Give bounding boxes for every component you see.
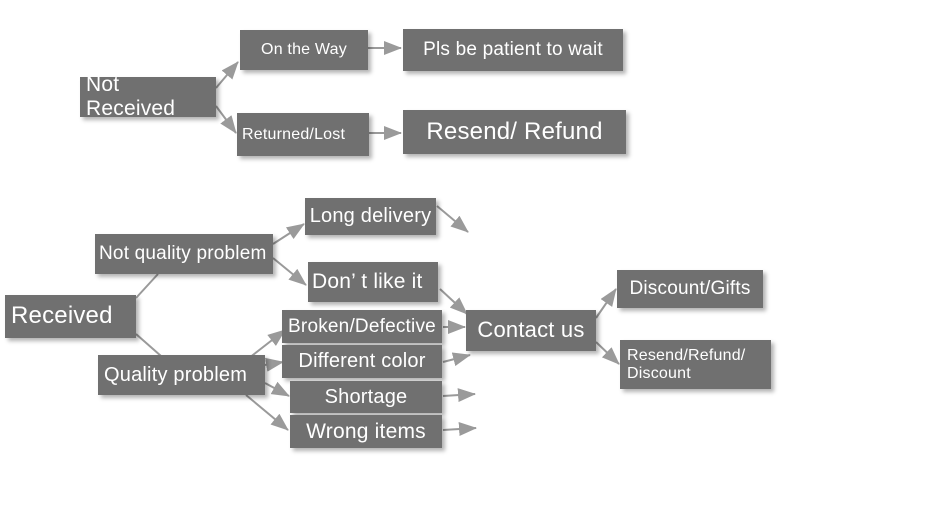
node-label: Wrong items [306,419,426,443]
node-label: Resend/ Refund [426,117,603,145]
edge-diff-color-to-contact-us [442,352,471,367]
node-label: Quality problem [104,363,248,386]
edge-quality-to-wrong-items [245,394,289,431]
node-wrong-items[interactable]: Wrong items [290,415,442,448]
node-label: Received [11,302,113,330]
node-label: Shortage [324,385,408,408]
edge-shortage-to-contact-us [442,388,476,403]
node-label: Contact us [477,317,585,343]
node-discount-gifts[interactable]: Discount/Gifts [617,270,763,308]
edge-long-delivery-to-contact-us [436,205,469,233]
edge-received-to-not-quality [135,273,159,299]
node-label: Different color [298,350,426,373]
node-diff-color[interactable]: Different color [282,345,442,378]
edge-quality-to-diff-color [264,357,284,372]
edge-quality-to-broken [248,329,286,359]
node-label: Don’ t like it [312,270,423,294]
node-broken[interactable]: Broken/Defective [282,310,442,343]
node-label: Not Received [86,73,176,120]
edge-received-to-quality [135,333,162,357]
node-received[interactable]: Received [5,295,136,338]
edge-contact-us-to-discount-gifts [595,288,617,319]
edge-dont-like-it-to-contact-us [439,288,468,315]
node-long-delivery[interactable]: Long delivery [305,198,436,235]
node-label: Resend/Refund/ Discount [627,346,746,382]
node-dont-like-it[interactable]: Don’ t like it [308,262,438,302]
node-returned-lost[interactable]: Returned/Lost [237,113,369,156]
node-pls-be-patient[interactable]: Pls be patient to wait [403,29,623,71]
node-label: Discount/Gifts [629,278,751,300]
node-label: Returned/Lost [242,125,346,143]
edge-quality-to-shortage [264,381,290,397]
node-resend-discount[interactable]: Resend/Refund/ Discount [620,340,771,389]
node-not-quality[interactable]: Not quality problem [95,234,273,274]
node-not-received[interactable]: Not Received [80,73,216,120]
node-label: On the Way [261,41,347,59]
node-label: Long delivery [309,205,432,228]
node-label: Not quality problem [99,243,267,265]
edge-not-quality-to-dont-like-it [272,257,307,286]
node-label: Broken/Defective [288,315,436,337]
node-shortage[interactable]: Shortage [290,381,442,413]
edge-not-received-to-returned-lost [215,105,237,134]
node-on-the-way[interactable]: On the Way [240,30,368,70]
node-quality[interactable]: Quality problem [98,355,265,395]
edge-contact-us-to-resend-discount [595,341,620,365]
edge-not-quality-to-long-delivery [272,223,305,245]
node-label: Pls be patient to wait [423,39,603,61]
edge-wrong-items-to-contact-us [442,422,477,437]
node-contact-us[interactable]: Contact us [466,310,596,351]
edge-not-received-to-on-the-way [215,61,239,89]
node-resend-refund[interactable]: Resend/ Refund [403,110,626,154]
